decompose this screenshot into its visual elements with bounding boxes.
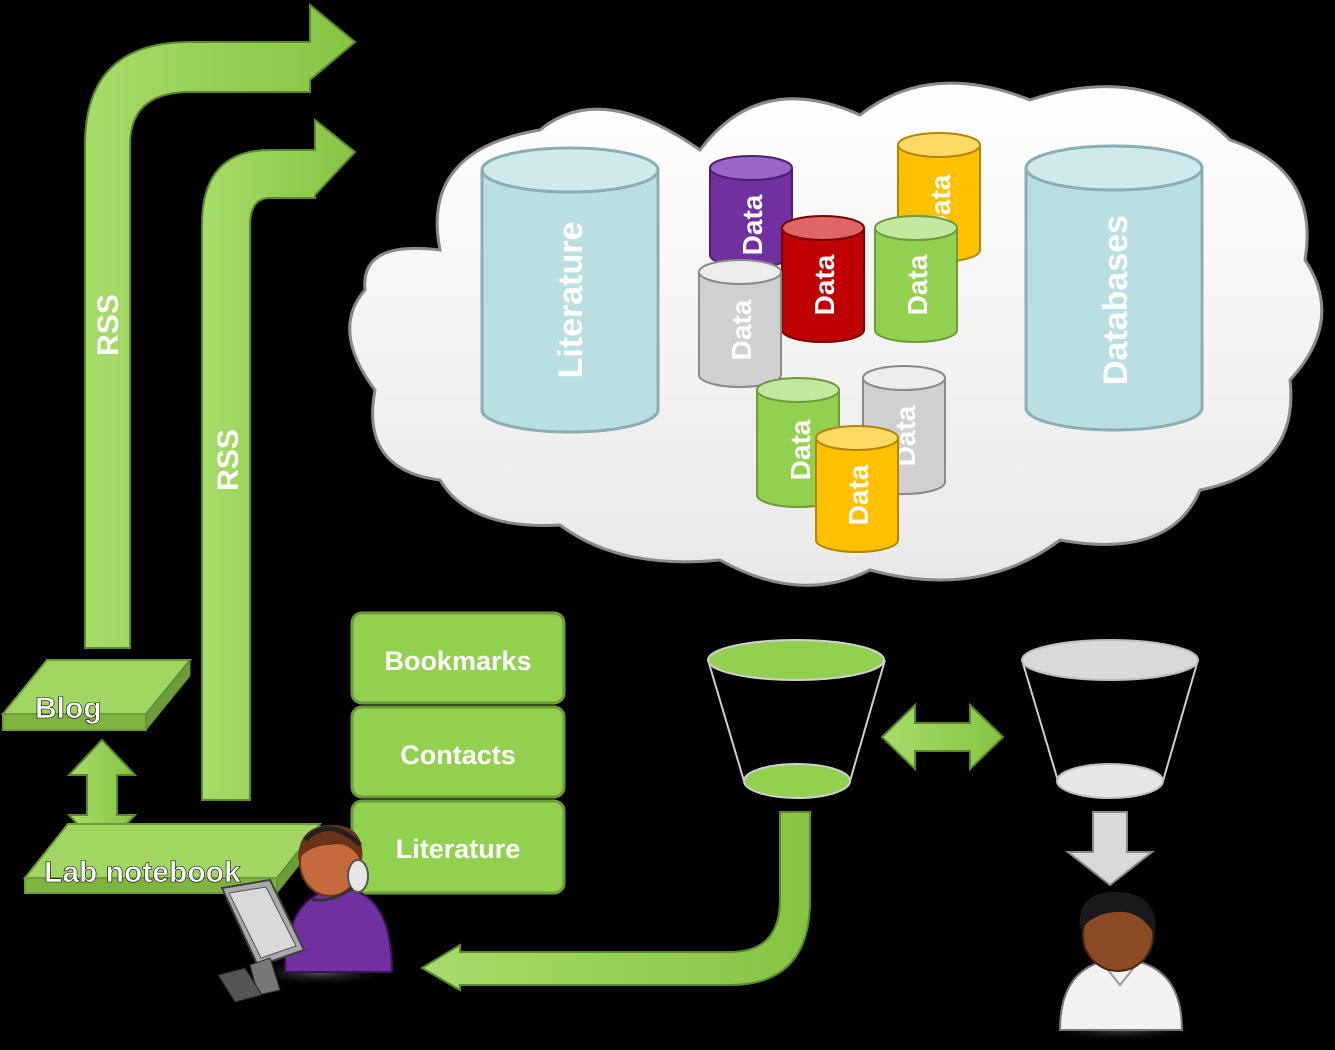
rss-outer-label: RSS bbox=[92, 294, 125, 356]
lab-notebook-label: Lab notebook bbox=[44, 856, 241, 889]
data-cylinder-orange-bottom: Data bbox=[815, 425, 899, 553]
consumer-down-arrow bbox=[1065, 811, 1155, 887]
bookmarks-label: Bookmarks bbox=[384, 646, 531, 676]
bookmarks-box[interactable]: Bookmarks bbox=[350, 611, 566, 705]
return-arrow bbox=[420, 811, 811, 992]
rss-inner-label: RSS bbox=[212, 429, 245, 491]
filter-gray bbox=[1021, 639, 1199, 799]
data-green-bottom-label: Data bbox=[785, 419, 816, 480]
lab-notebook-platform[interactable]: Lab notebook bbox=[22, 822, 323, 895]
computer-monitor-icon bbox=[217, 878, 306, 1003]
filter-green bbox=[707, 639, 886, 799]
data-cylinder-green-top: Data bbox=[874, 215, 958, 343]
data-cylinder-purple: Data bbox=[709, 155, 793, 268]
consumer-avatar bbox=[1042, 891, 1202, 1042]
data-gray-left-label: Data bbox=[726, 299, 757, 360]
literature-cylinder-label: Literature bbox=[552, 222, 590, 379]
data-green-top-label: Data bbox=[902, 254, 933, 315]
data-cylinder-gray-left: Data bbox=[698, 259, 782, 388]
literature-database-cylinder: Literature bbox=[480, 146, 660, 434]
rss-arrow-outer bbox=[84, 2, 357, 649]
rss-arrow-inner bbox=[201, 117, 357, 801]
blog-label: Blog bbox=[35, 692, 102, 725]
contacts-label: Contacts bbox=[400, 740, 516, 770]
literature-box-label: Literature bbox=[396, 834, 521, 864]
blog-platform[interactable]: Blog bbox=[0, 658, 193, 732]
databases-cylinder: Databases bbox=[1024, 144, 1204, 432]
researcher-avatar bbox=[245, 825, 395, 987]
data-cylinder-red: Data bbox=[781, 215, 865, 343]
contacts-box[interactable]: Contacts bbox=[350, 705, 566, 799]
filter-exchange-arrow bbox=[880, 702, 1005, 772]
literature-box[interactable]: Literature bbox=[350, 799, 566, 895]
data-orange-bottom-label: Data bbox=[843, 464, 874, 525]
data-purple-label: Data bbox=[737, 194, 768, 255]
databases-cylinder-label: Databases bbox=[1097, 215, 1135, 385]
data-red-label: Data bbox=[809, 254, 840, 315]
